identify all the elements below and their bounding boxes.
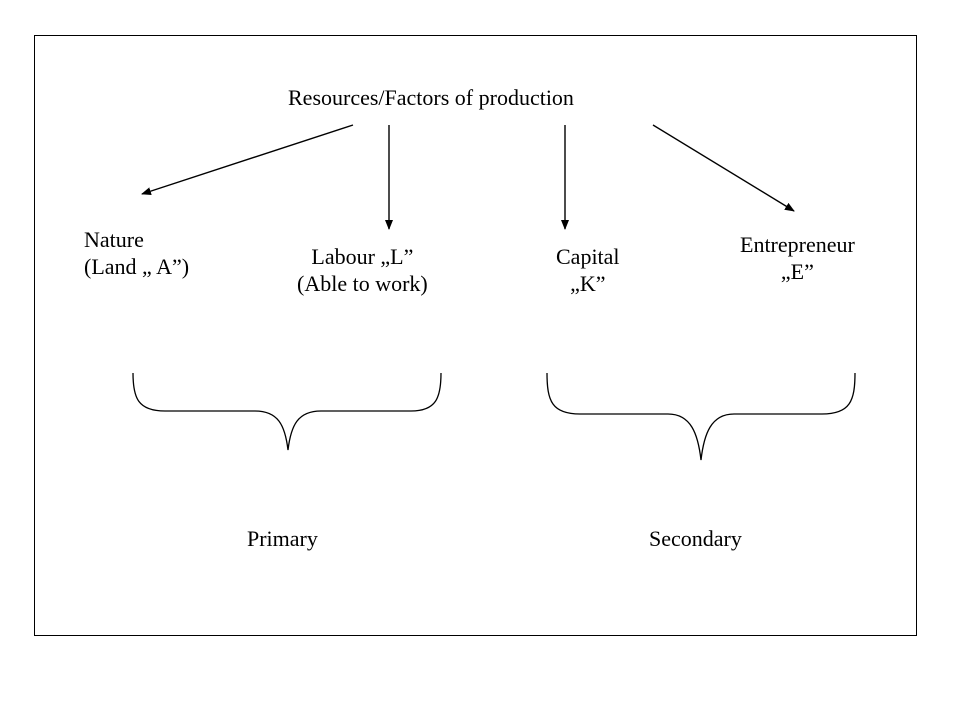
node-entrepreneur: Entrepreneur „E” [740, 231, 855, 285]
entrepreneur-line-2: „E” [780, 259, 814, 284]
labour-line-1: Labour „L” [311, 244, 414, 269]
entrepreneur-line-1: Entrepreneur [740, 232, 855, 257]
root-node-label: Resources/Factors of production [288, 85, 574, 110]
labour-line-2: (Able to work) [297, 271, 428, 296]
edge-root-entrepreneur [652, 124, 795, 212]
diagram-frame [34, 35, 917, 636]
node-nature: Nature (Land „ A”) [84, 226, 189, 280]
brace-secondary [546, 372, 856, 461]
group-label-secondary: Secondary [649, 526, 742, 551]
capital-line-1: Capital [556, 244, 620, 269]
nature-line-1: Nature [84, 227, 144, 252]
capital-line-2: „K” [570, 271, 606, 296]
brace-primary [132, 372, 442, 451]
node-labour: Labour „L” (Able to work) [297, 243, 428, 297]
group-label-primary: Primary [247, 526, 318, 551]
node-capital: Capital „K” [556, 243, 620, 297]
edge-root-nature [141, 124, 354, 196]
nature-line-2: (Land „ A”) [84, 254, 190, 279]
